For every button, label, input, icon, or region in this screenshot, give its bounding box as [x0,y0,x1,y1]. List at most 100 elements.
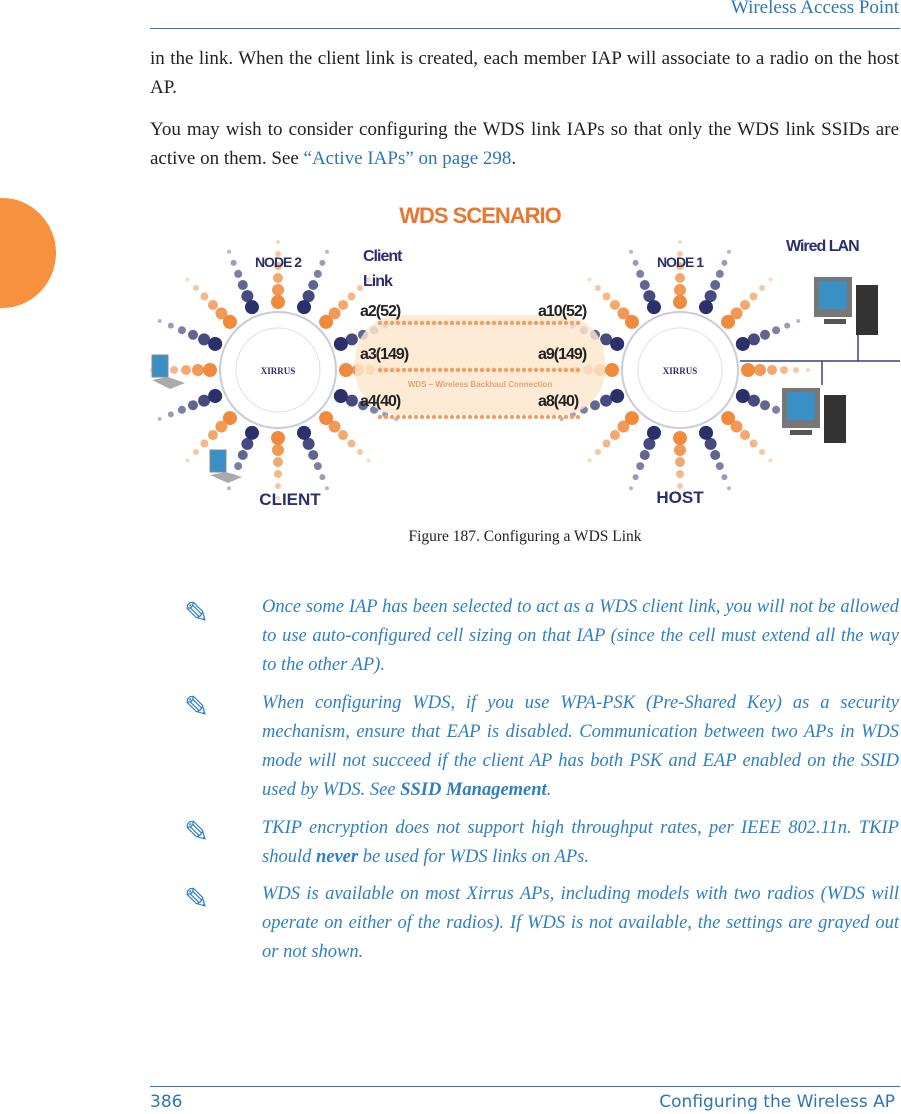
signal-dot [676,262,684,270]
text: . [546,780,552,800]
node2-ap [219,311,337,429]
signal-dot [272,284,284,296]
signal-dot [273,457,283,467]
signal-dot [600,394,613,407]
signal-dot [237,449,248,460]
signal-dot [636,462,645,471]
link-dot [395,367,401,373]
link-dot [473,320,479,326]
signal-dot [646,425,661,440]
link-dot [575,367,581,373]
link-dot [413,414,419,420]
link-dot [569,414,575,420]
device-logo: XIRRUS [261,366,296,376]
signal-dot [276,240,280,244]
signal-dot [272,444,284,456]
device-logo: XIRRUS [663,366,698,376]
signal-dot [177,405,186,414]
signal-dot [244,425,259,440]
signal-dot [357,449,364,456]
signal-dot [313,462,322,471]
signal-dot [276,496,280,500]
link-dot [425,414,431,420]
link-dot [491,414,497,420]
paragraph: in the link. When the client link is cre… [150,48,899,98]
link-dot [563,414,569,420]
signal-dot [678,496,682,500]
laptop-icon [209,449,242,483]
signal-dot [227,486,232,491]
signal-dot [308,280,319,291]
signal-dot [677,483,683,489]
link-dot [419,320,425,326]
signal-dot [673,295,687,309]
signal-dot [602,439,611,448]
desktop-computer-icon [782,388,846,443]
signal-dot [747,333,760,346]
signal-dot [632,474,639,481]
signal-dot [735,389,750,404]
signal-dot [308,449,319,460]
link-dot [575,414,581,420]
signal-dot [704,437,717,450]
signal-dot [302,437,315,450]
link-dot [413,367,419,373]
ssid-management-reference: SSID Management [400,780,547,800]
link-dot [377,414,383,420]
link-dot [527,414,533,420]
link-dot [569,320,575,326]
link-dot [521,367,527,373]
signal-dot [715,269,724,278]
paragraph: You may wish to consider configuring the… [150,115,899,173]
signal-dot [150,368,152,372]
link-dot [425,367,431,373]
link-dot [557,414,563,420]
signal-dot [227,249,232,254]
link-dot [443,367,449,373]
signal-dot [338,430,349,441]
signal-dot [347,439,356,448]
signal-dot [610,336,625,351]
link-dot [563,320,569,326]
text: TKIP encryption does not support high th… [262,818,899,867]
link-dot [539,320,545,326]
signal-dot [297,425,312,440]
link-dot [467,367,473,373]
link-dot [509,414,515,420]
signal-dot [157,319,162,324]
link-dot [491,320,497,326]
radio-label: a10(52) [538,303,587,320]
signal-dot [324,249,329,254]
signal-dot [674,444,686,456]
link-dot [521,414,527,420]
link-dot [557,320,563,326]
link-dot [455,320,461,326]
link-dot [485,414,491,420]
link-dot [431,320,437,326]
signal-dot [222,411,237,426]
signal-dot [313,269,322,278]
signal-dot [203,363,217,377]
link-dot [395,320,401,326]
signal-dot [192,364,204,376]
link-dot [551,414,557,420]
signal-dot [636,269,645,278]
signal-dot [678,240,682,244]
link-dot [485,320,491,326]
link-dot [401,414,407,420]
signal-dot [759,400,770,411]
signal-dot [740,430,751,441]
signal-dot [646,300,661,315]
signal-dot [324,486,329,491]
signal-dot [188,329,199,340]
link-dot [389,367,395,373]
signal-dot [721,259,728,266]
signal-dot [167,411,174,418]
signal-dot [784,322,791,329]
link-dot [401,367,407,373]
signal-dot [735,336,750,351]
signal-dot [274,470,282,478]
page-number: 386 [150,1092,183,1112]
signal-dot [624,314,639,329]
cross-reference-link[interactable]: “Active IAPs” on page 298 [303,148,512,169]
